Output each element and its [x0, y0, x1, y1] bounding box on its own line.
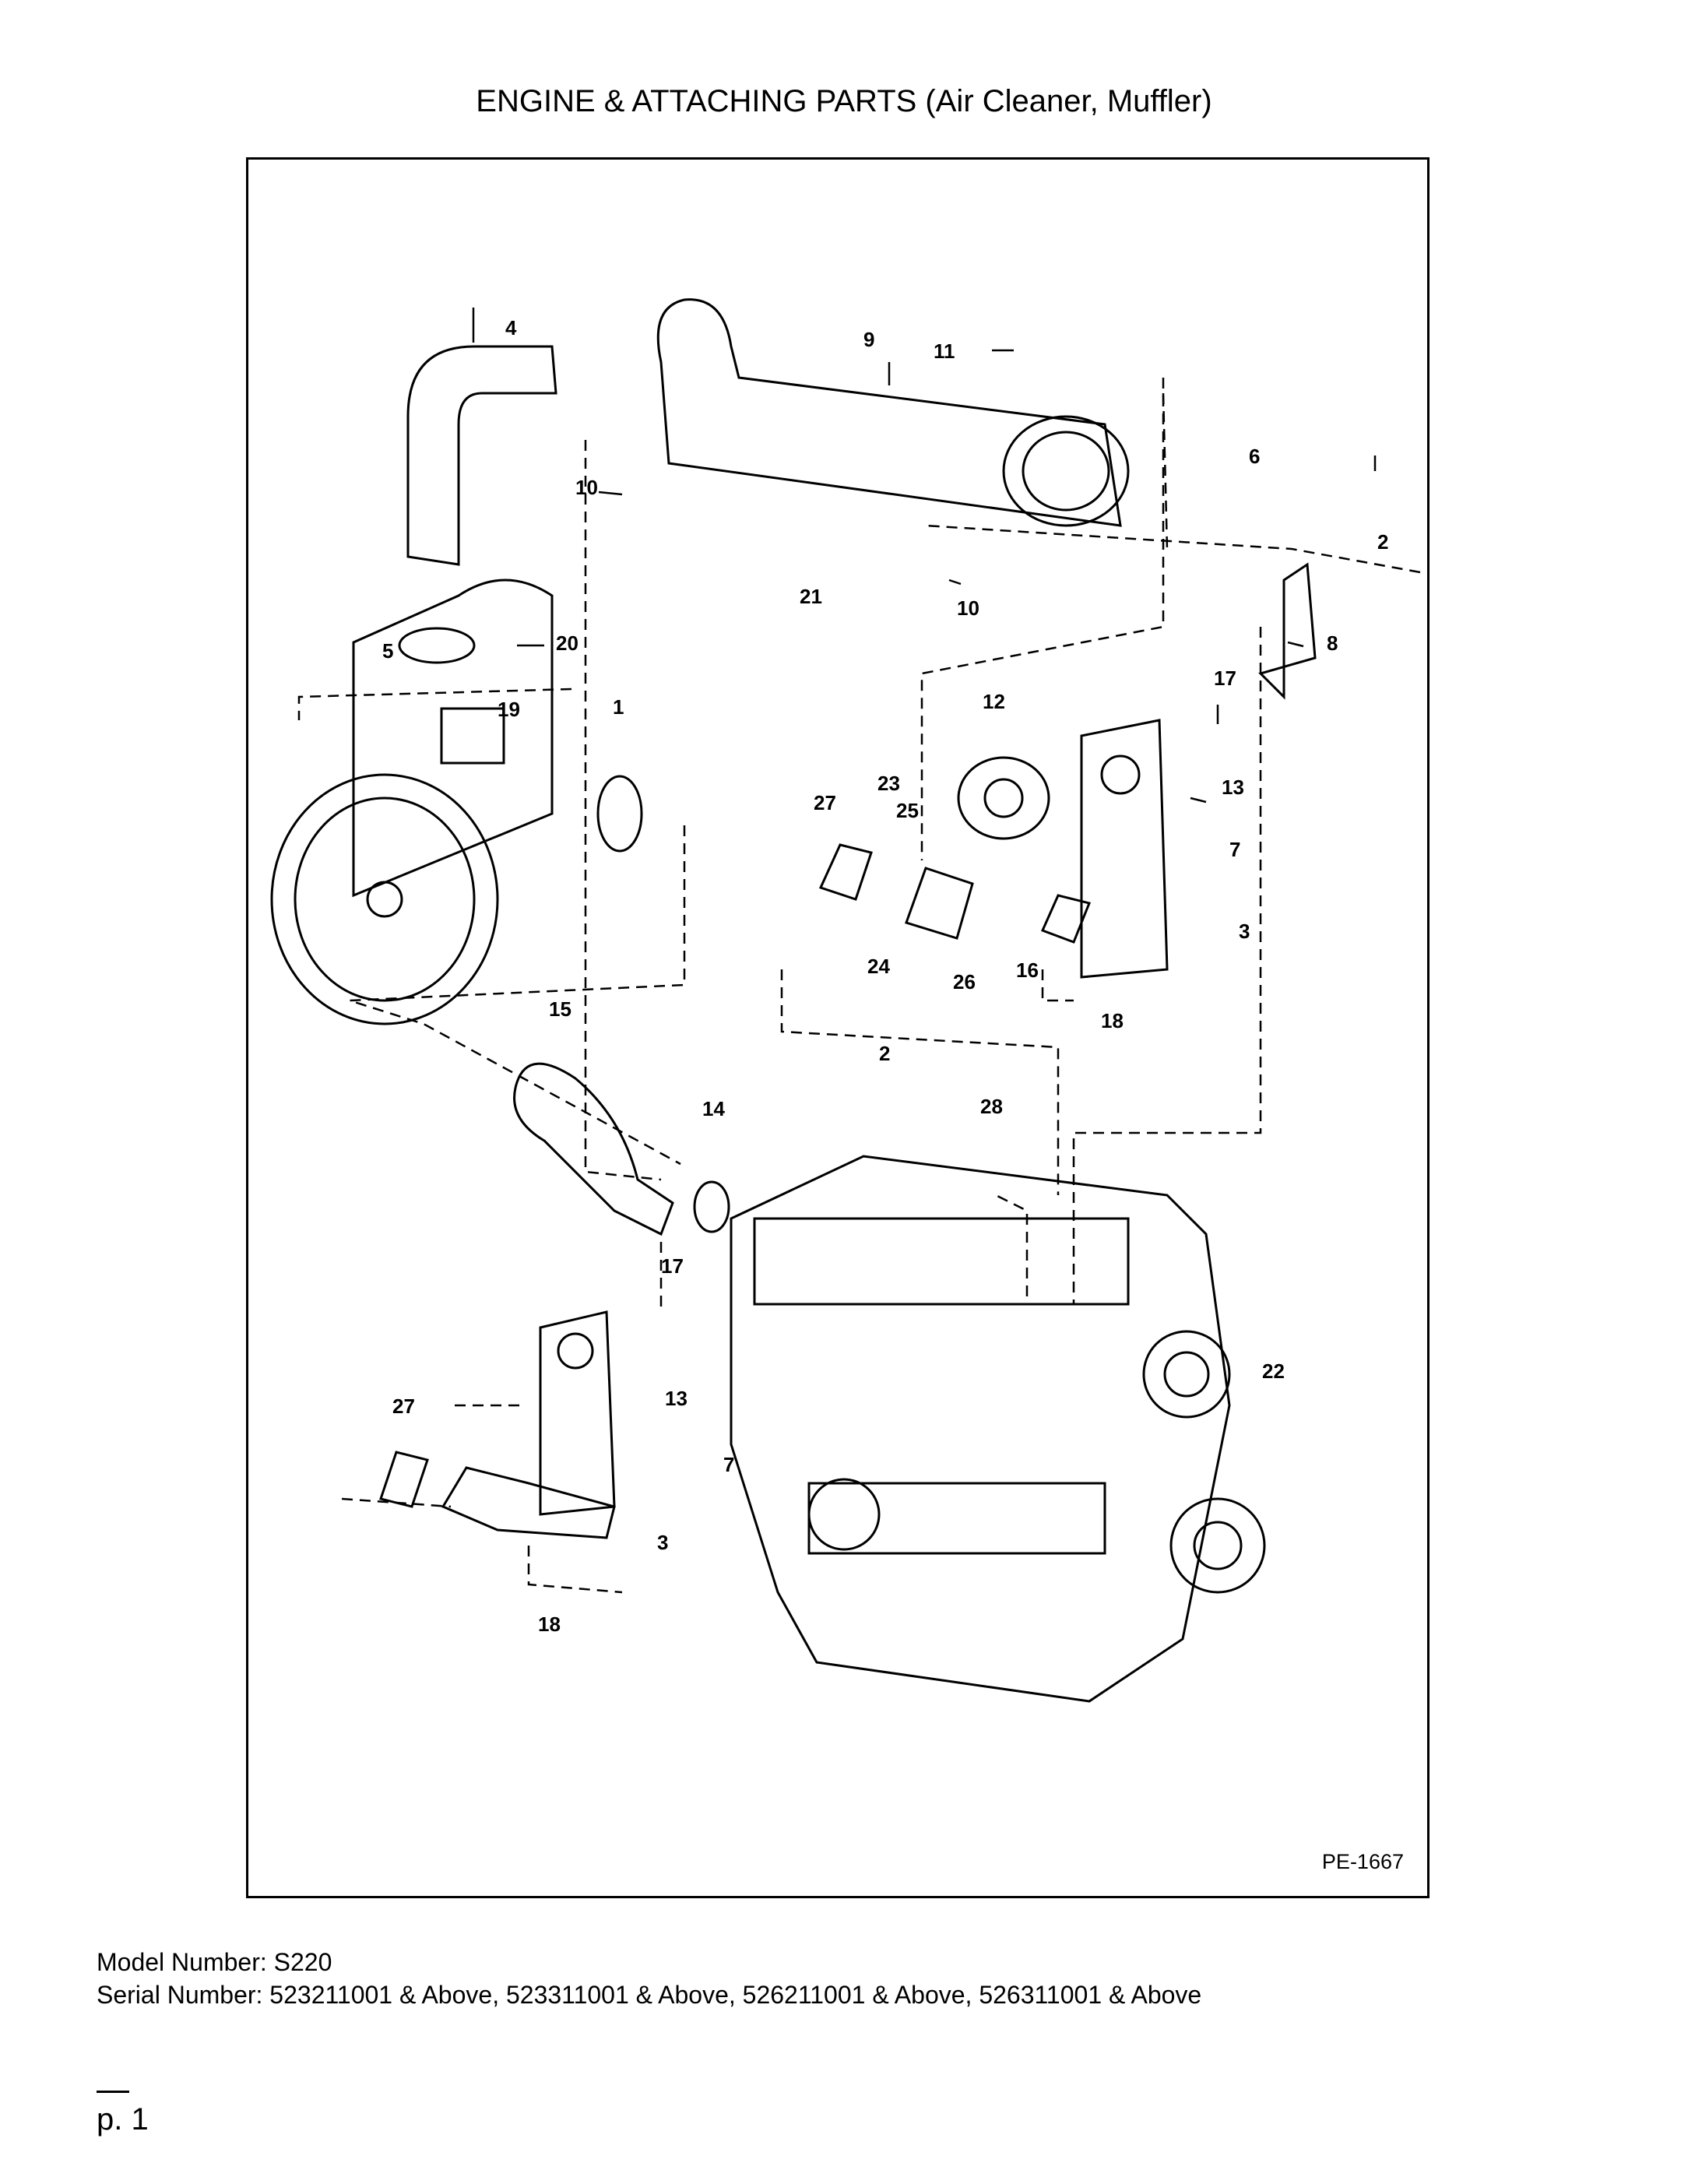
- callout-leaders: [472, 308, 1377, 804]
- callout-27-lower: 27: [392, 1394, 415, 1418]
- callout-21: 21: [800, 585, 822, 608]
- diagram-frame: 4 9 11 10 21 10 6 2 8 5 20 19 1 12 17 13…: [246, 157, 1430, 1898]
- page-title: ENGINE & ATTACHING PARTS (Air Cleaner, M…: [476, 84, 1212, 118]
- muffler-drawing: [656, 298, 1130, 527]
- callout-27-upper: 27: [814, 791, 836, 814]
- page-number-rule: [97, 2091, 129, 2093]
- callout-1: 1: [613, 695, 624, 719]
- page-number: p. 1: [97, 2102, 149, 2137]
- drawing-code: PE-1667: [1321, 1850, 1404, 1873]
- callout-14: 14: [702, 1097, 725, 1120]
- callout-20: 20: [556, 631, 578, 655]
- exhaust-bracket-13-lower-drawing: [539, 1310, 616, 1516]
- flange-25-drawing: [905, 867, 974, 940]
- clamp-14-drawing: [693, 1180, 730, 1233]
- callout-23: 23: [877, 772, 900, 795]
- callout-26: 26: [953, 970, 976, 994]
- callout-17-upper: 17: [1214, 666, 1236, 690]
- elbow-pipe-drawing: [406, 345, 557, 566]
- bracket-8-drawing: [1258, 562, 1317, 700]
- callout-15: 15: [549, 997, 571, 1021]
- flange-27-upper-drawing: [818, 843, 873, 901]
- flange-27-lower-drawing: [379, 1451, 429, 1508]
- air-cleaner-drawing: [270, 579, 554, 1025]
- callout-25: 25: [896, 799, 919, 822]
- callout-3-upper: 3: [1239, 920, 1250, 943]
- callout-16: 16: [1016, 958, 1039, 982]
- callout-10-left: 10: [575, 476, 598, 499]
- callout-24: 24: [867, 955, 890, 978]
- exhaust-bracket-13-upper-drawing: [1080, 719, 1169, 979]
- callout-7-lower: 7: [723, 1453, 734, 1476]
- model-number: Model Number: S220: [97, 1948, 332, 1976]
- callout-8: 8: [1327, 631, 1338, 655]
- callout-22: 22: [1262, 1359, 1285, 1383]
- callout-13-upper: 13: [1222, 775, 1244, 799]
- callout-17-lower: 17: [661, 1254, 684, 1278]
- clamp-1-drawing: [596, 775, 643, 853]
- exploded-parts-diagram: 4 9 11 10 21 10 6 2 8 5 20 19 1 12 17 13…: [270, 298, 1421, 1703]
- callout-10-right: 10: [957, 596, 979, 620]
- callout-6: 6: [1249, 445, 1260, 468]
- hose-15-drawing: [513, 1062, 674, 1236]
- callout-19: 19: [498, 698, 520, 721]
- callout-18-upper: 18: [1101, 1009, 1124, 1032]
- callout-2-upper: 2: [1377, 530, 1388, 554]
- clamp-20-drawing: [398, 627, 476, 664]
- gasket-16-drawing: [1040, 894, 1092, 944]
- callout-12: 12: [983, 690, 1005, 713]
- callout-9: 9: [863, 328, 874, 351]
- callout-11: 11: [934, 339, 955, 363]
- gasket-12-drawing: [957, 756, 1050, 840]
- callout-13-lower: 13: [665, 1387, 688, 1410]
- serial-number: Serial Number: 523211001 & Above, 523311…: [97, 1981, 1202, 2009]
- callout-3-lower: 3: [657, 1531, 668, 1554]
- callout-28: 28: [980, 1095, 1003, 1118]
- callout-5: 5: [382, 639, 393, 663]
- elbow-lower-drawing: [441, 1466, 616, 1539]
- callout-2-lower: 2: [879, 1042, 890, 1065]
- callout-18-lower: 18: [538, 1613, 561, 1636]
- engine-block-drawing: [730, 1155, 1266, 1703]
- callout-7-upper: 7: [1229, 838, 1240, 861]
- callout-4: 4: [505, 316, 517, 339]
- assembly-leader-lines: [297, 378, 1421, 1594]
- callout-labels: 4 9 11 10 21 10 6 2 8 5 20 19 1 12 17 13…: [382, 316, 1388, 1636]
